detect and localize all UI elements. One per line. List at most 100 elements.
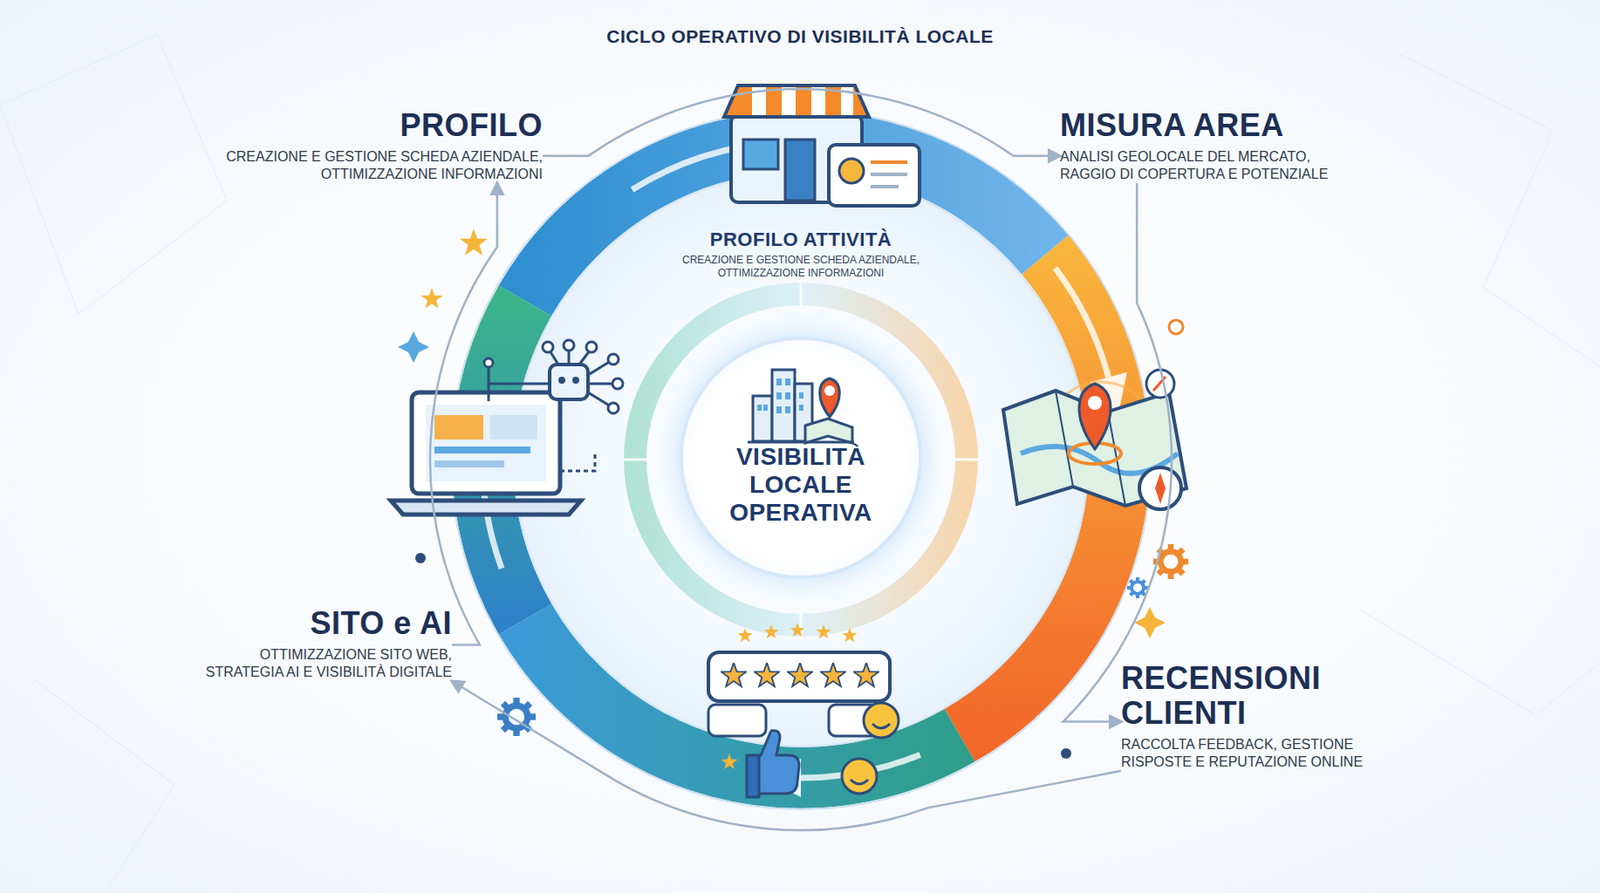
illustration-part <box>870 172 908 177</box>
illustration-part <box>841 758 877 794</box>
illustration-part <box>757 404 762 411</box>
cycle-connector <box>430 183 498 646</box>
stage-heading: PROFILO <box>209 108 543 144</box>
illustration-part <box>1146 369 1175 398</box>
illustration-part <box>811 87 826 116</box>
illustration-part <box>490 415 538 440</box>
stage-heading: RECENSIONI CLIENTI <box>1121 661 1383 732</box>
illustration-part <box>1055 267 1109 377</box>
illustration-part <box>421 287 444 309</box>
illustration-part <box>872 724 890 729</box>
illustration-part <box>870 160 908 165</box>
illustration-part <box>785 378 791 386</box>
stage-heading: SITO e AI <box>200 606 452 642</box>
illustration-part <box>743 139 779 170</box>
ring-interior <box>512 171 1089 748</box>
cycle-connector <box>542 88 1060 157</box>
stage-heading: VISIBILITÀ LOCALE OPERATIVA <box>707 443 895 527</box>
illustration-part <box>586 341 597 353</box>
illustration-part <box>708 704 766 737</box>
illustration-part <box>737 628 753 643</box>
illustration-part <box>870 160 908 165</box>
stage-label: SITO e AIOTTIMIZZAZIONE SITO WEB, STRATE… <box>200 606 452 682</box>
illustration-part <box>0 34 1600 893</box>
illustration-part <box>828 144 920 206</box>
stage-label: MISURA AREA ANALISI GEOLOCALE DEL MERCATO… <box>1059 108 1361 184</box>
laptop-ai-icon <box>390 340 623 515</box>
illustration-part <box>870 174 908 187</box>
illustration-part <box>763 624 779 639</box>
halo-dividers <box>622 280 980 639</box>
stage-description: CREAZIONE E GESTIONE SCHEDA AZIENDALE, O… <box>209 148 543 184</box>
stage-description: ANALISI GEOLOCALE DEL MERCATO, RAGGIO DI… <box>1059 148 1361 184</box>
illustration-part <box>781 87 796 116</box>
decorations <box>397 228 1189 759</box>
illustration-part <box>789 622 805 637</box>
illustration-part <box>787 663 814 687</box>
illustration-part <box>558 376 566 384</box>
stage-heading: MISURA AREA <box>1059 108 1361 144</box>
stage-heading: PROFILO ATTIVITÀ <box>661 228 941 252</box>
illustration-part <box>953 458 980 462</box>
stage-description: RACCOLTA FEEDBACK, GESTIONE RISPOSTE E R… <box>1121 736 1383 772</box>
illustration-part <box>484 358 493 368</box>
illustration-part <box>721 663 747 687</box>
illustration-part <box>525 619 960 779</box>
illustration-part <box>632 146 746 191</box>
illustration-part <box>746 755 759 798</box>
stage-label: RECENSIONI CLIENTI RACCOLTA FEEDBACK, GES… <box>1121 661 1383 772</box>
illustration-part <box>799 404 804 411</box>
diagram-title: CICLO OPERATIVO DI VISIBILITÀ LOCALE <box>0 26 1600 48</box>
illustration-part <box>1055 390 1126 506</box>
illustration-part <box>747 441 855 445</box>
illustration-part <box>434 460 505 468</box>
background-lines <box>0 34 1600 893</box>
illustration-part <box>863 703 899 739</box>
map-icon <box>1003 369 1187 510</box>
illustration-part <box>785 139 815 201</box>
illustration-part <box>820 663 847 687</box>
illustration-part <box>434 446 531 454</box>
illustration-part <box>459 228 488 256</box>
city-pin-icon <box>744 352 858 449</box>
illustration-part <box>776 378 782 386</box>
illustration-part <box>542 341 554 353</box>
illustration-part <box>390 500 582 515</box>
illustration-part <box>497 697 536 737</box>
illustration-part <box>776 392 782 400</box>
illustration-part <box>549 364 589 400</box>
illustration-part <box>488 348 615 407</box>
illustration-part <box>721 663 880 687</box>
illustration-part <box>434 415 484 440</box>
illustration-part <box>815 624 831 639</box>
illustration-part <box>720 753 738 770</box>
illustration-part <box>425 404 547 482</box>
illustration-part <box>397 331 430 363</box>
illustration-part <box>572 376 580 384</box>
illustration-part <box>1079 383 1111 450</box>
illustration-part <box>608 354 619 365</box>
illustration-part <box>415 553 426 564</box>
illustration-part <box>841 628 857 643</box>
illustration-part <box>800 280 803 308</box>
illustration-part <box>708 652 890 702</box>
stage-description: CREAZIONE E GESTIONE SCHEDA AZIENDALE, O… <box>661 253 941 281</box>
illustration-part <box>1060 748 1072 759</box>
ring-outline <box>513 172 1088 747</box>
illustration-part <box>1153 544 1189 580</box>
illustration-part <box>772 369 795 442</box>
illustration-part <box>724 85 869 117</box>
illustration-part <box>870 184 899 189</box>
illustration-part <box>737 622 857 643</box>
illustration-part <box>785 406 791 414</box>
illustration-part <box>563 340 575 351</box>
illustration-part <box>560 453 595 472</box>
stage-label: PROFILO CREAZIONE E GESTIONE SCHEDA AZIEN… <box>209 108 543 184</box>
storefront-icon <box>724 85 920 206</box>
illustration-part <box>763 404 768 411</box>
illustration-part <box>1155 472 1166 505</box>
illustration-part <box>850 779 869 785</box>
illustration-part <box>1139 467 1182 510</box>
illustration-part <box>754 663 780 687</box>
